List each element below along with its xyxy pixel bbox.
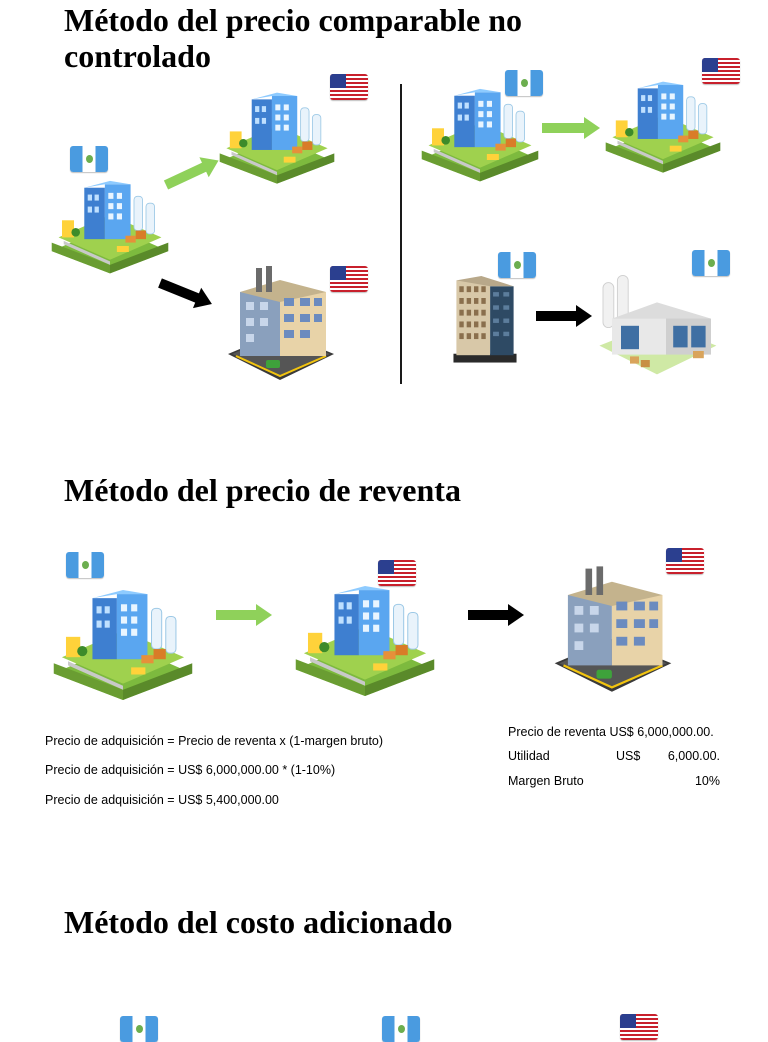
section-title-comparable: Método del precio comparable no controla… bbox=[64, 2, 523, 74]
vertical-divider bbox=[400, 84, 402, 384]
guatemala-flag-icon bbox=[692, 250, 730, 276]
summary-label: Precio de reventa US$ 6,000,000.00. bbox=[508, 725, 714, 739]
warehouse-building-illustration bbox=[226, 262, 336, 382]
green-arrow-icon bbox=[163, 150, 224, 190]
usa-flag-icon bbox=[702, 58, 740, 84]
summary-label: Utilidad bbox=[508, 749, 550, 763]
black-arrow-icon bbox=[536, 305, 592, 327]
usa-flag-icon bbox=[666, 548, 704, 574]
guatemala-flag-icon bbox=[120, 1016, 158, 1042]
summary-row-margin: Margen Bruto 10% bbox=[508, 773, 720, 789]
formula-line: Precio de adquisición = Precio de revent… bbox=[45, 734, 384, 748]
blue-factory-illustration bbox=[292, 586, 438, 698]
industrial-plant-illustration bbox=[594, 268, 720, 380]
summary-currency: US$ bbox=[616, 749, 641, 763]
green-arrow-icon bbox=[216, 604, 272, 626]
usa-flag-icon bbox=[620, 1014, 658, 1040]
usa-flag-icon bbox=[330, 266, 368, 292]
blue-factory-illustration bbox=[50, 590, 196, 702]
formula-line: Precio de adquisición = US$ 6,000,000.00… bbox=[45, 763, 336, 777]
guatemala-flag-icon bbox=[498, 252, 536, 278]
black-arrow-icon bbox=[468, 604, 524, 626]
usa-flag-icon bbox=[330, 74, 368, 100]
guatemala-flag-icon bbox=[382, 1016, 420, 1042]
guatemala-flag-icon bbox=[66, 552, 104, 578]
summary-amount: 6,000.00. bbox=[667, 749, 720, 763]
office-tower-illustration bbox=[440, 276, 530, 364]
section-title-resale: Método del precio de reventa bbox=[64, 472, 461, 508]
blue-factory-illustration bbox=[50, 180, 170, 276]
summary-label: Margen Bruto bbox=[508, 774, 584, 788]
guatemala-flag-icon bbox=[505, 70, 543, 96]
usa-flag-icon bbox=[378, 560, 416, 586]
summary-row-profit: Utilidad US$ 6,000.00. bbox=[508, 748, 720, 764]
black-arrow-icon bbox=[158, 278, 217, 315]
blue-factory-illustration bbox=[420, 88, 540, 184]
summary-amount: 10% bbox=[694, 774, 720, 788]
green-arrow-icon bbox=[542, 117, 600, 139]
formula-line: Precio de adquisición = US$ 5,400,000.00 bbox=[45, 793, 279, 807]
blue-factory-illustration bbox=[218, 92, 336, 186]
summary-row-resale-price: Precio de reventa US$ 6,000,000.00. bbox=[508, 724, 720, 740]
blue-factory-illustration bbox=[604, 80, 722, 176]
guatemala-flag-icon bbox=[70, 146, 108, 172]
section-title-cost-plus: Método del costo adicionado bbox=[64, 904, 453, 940]
warehouse-building-illustration bbox=[546, 562, 680, 694]
